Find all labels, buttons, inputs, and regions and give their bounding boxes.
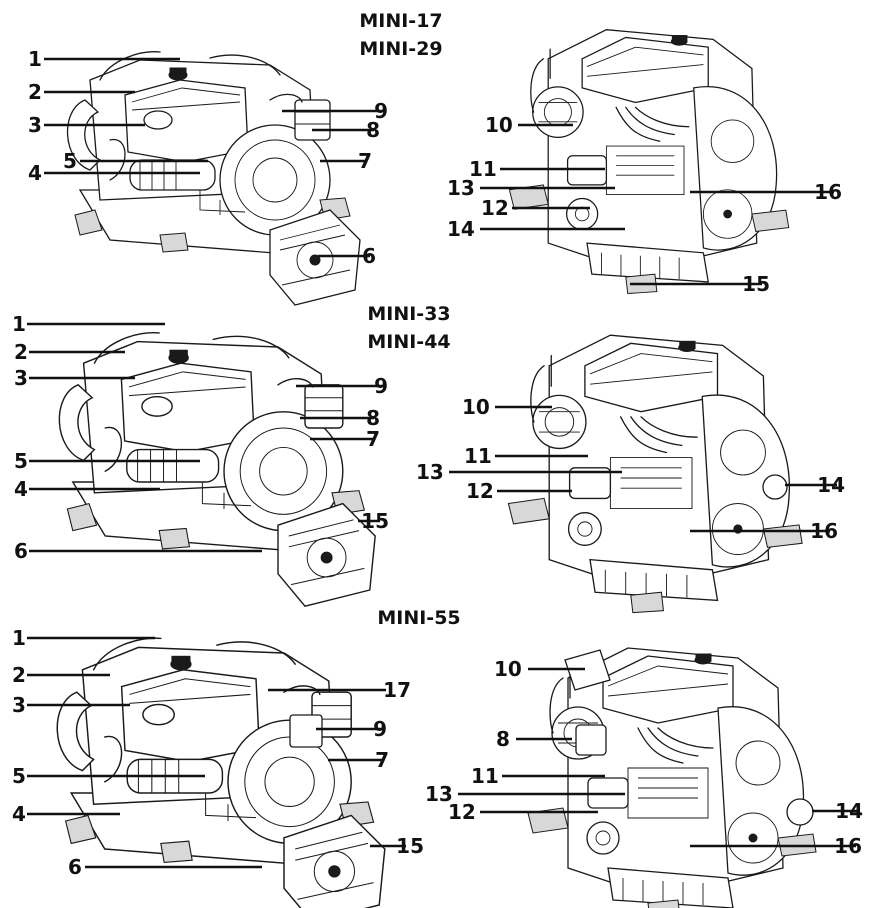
part-number-label: 15: [361, 509, 389, 533]
part-number-label: 12: [481, 196, 509, 220]
engine-front-view-illustration: [508, 29, 790, 295]
part-number-label: 13: [425, 782, 453, 806]
part-number-label: 2: [28, 80, 42, 104]
part-number-label: 8: [366, 118, 380, 142]
part-number-label: 16: [810, 519, 838, 543]
part-number-label: 1: [28, 47, 42, 71]
part-number-label: 6: [68, 855, 82, 879]
part-number-label: 9: [374, 99, 388, 123]
part-number-label: 6: [362, 244, 376, 268]
part-number-label: 2: [14, 340, 28, 364]
part-number-label: 4: [14, 477, 28, 501]
part-number-label: 5: [14, 449, 28, 473]
engine-detail-parts: [289, 474, 814, 826]
part-number-label: 10: [485, 113, 513, 137]
part-number-label: 5: [63, 149, 77, 173]
part-number-label: 13: [447, 176, 475, 200]
model-title: MINI-55: [377, 607, 460, 629]
part-number-label: 4: [28, 161, 42, 185]
part-number-label: 10: [462, 395, 490, 419]
part-number-label: 5: [12, 764, 26, 788]
part-number-label: 3: [28, 113, 42, 137]
engine-front-view-illustration: [527, 647, 817, 908]
part-number-label: 14: [447, 217, 475, 241]
part-number-label: 15: [742, 272, 770, 296]
part-number-label: 14: [817, 473, 845, 497]
engine-side-view-illustration: [66, 51, 361, 306]
part-number-label: 10: [494, 657, 522, 681]
part-number-label: 13: [416, 460, 444, 484]
model-title: MINI-17: [359, 10, 442, 32]
part-number-label: 11: [471, 764, 499, 788]
model-title: MINI-29: [359, 38, 442, 60]
part-number-label: 3: [12, 693, 26, 717]
part-number-label: 3: [14, 366, 28, 390]
model-title: MINI-44: [367, 331, 450, 353]
part-number-label: 15: [396, 834, 424, 858]
part-number-label: 8: [496, 727, 510, 751]
part-number-label: 1: [12, 312, 26, 336]
part-number-label: 7: [375, 748, 389, 772]
part-number-label: 8: [366, 406, 380, 430]
part-number-label: 12: [466, 479, 494, 503]
part-number-label: 9: [374, 374, 388, 398]
engine-front-view-illustration: [507, 334, 803, 614]
part-number-label: 12: [448, 800, 476, 824]
part-number-label: 4: [12, 802, 26, 826]
engine-side-view-illustration: [56, 637, 386, 908]
engine-side-view-illustration: [58, 332, 376, 607]
part-number-label: 7: [366, 427, 380, 451]
part-number-label: 11: [469, 157, 497, 181]
model-title: MINI-33: [367, 303, 450, 325]
part-number-label: 7: [358, 149, 372, 173]
part-number-label: 1: [12, 626, 26, 650]
part-number-label: 11: [464, 444, 492, 468]
part-number-label: 17: [383, 678, 411, 702]
part-number-label: 16: [834, 834, 862, 858]
part-number-label: 9: [373, 717, 387, 741]
part-number-label: 16: [814, 180, 842, 204]
part-number-label: 6: [14, 539, 28, 563]
part-number-label: 2: [12, 663, 26, 687]
part-number-label: 14: [835, 799, 863, 823]
